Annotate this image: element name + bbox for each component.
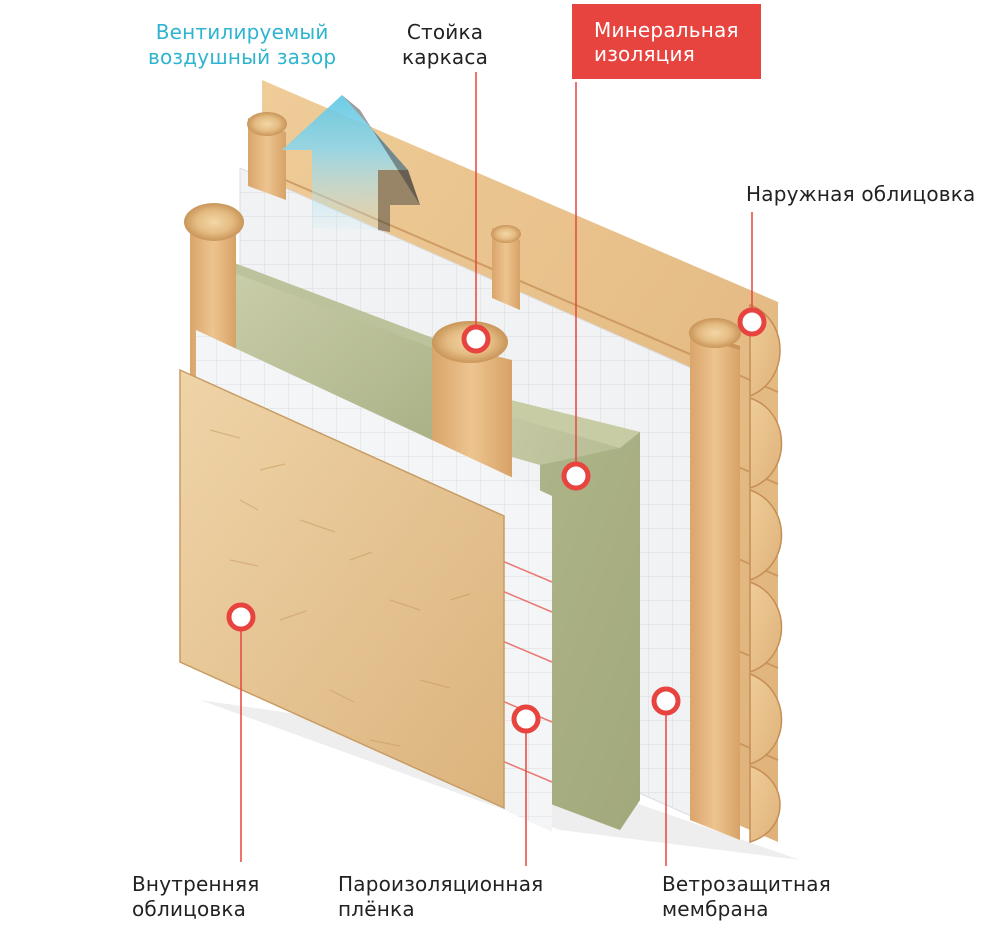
label-wind-membrane-line2: мембрана [662, 897, 831, 922]
label-mineral-insulation-line1: Минеральная [594, 18, 739, 42]
label-interior-cladding-line2: облицовка [132, 897, 260, 922]
label-frame-post-line1: Стойка [402, 20, 488, 45]
label-interior-cladding: Внутренняя облицовка [132, 872, 260, 922]
label-vapor-barrier: Пароизоляционная плёнка [338, 872, 543, 922]
label-air-gap-line2: воздушный зазор [148, 45, 336, 70]
label-air-gap: Вентилируемый воздушный зазор [148, 20, 336, 70]
right-frame-post [689, 318, 741, 840]
label-mineral-insulation-line2: изоляция [594, 42, 739, 66]
label-exterior-cladding: Наружная облицовка [746, 182, 976, 207]
label-frame-post-line2: каркаса [402, 45, 488, 70]
label-frame-post: Стойка каркаса [402, 20, 488, 70]
label-interior-cladding-line1: Внутренняя [132, 872, 260, 897]
label-vapor-barrier-line2: плёнка [338, 897, 543, 922]
label-exterior-cladding-line1: Наружная облицовка [746, 182, 976, 207]
label-air-gap-line1: Вентилируемый [148, 20, 336, 45]
label-vapor-barrier-line1: Пароизоляционная [338, 872, 543, 897]
label-mineral-insulation: Минеральная изоляция [572, 4, 761, 79]
label-wind-membrane: Ветрозащитная мембрана [662, 872, 831, 922]
label-wind-membrane-line1: Ветрозащитная [662, 872, 831, 897]
